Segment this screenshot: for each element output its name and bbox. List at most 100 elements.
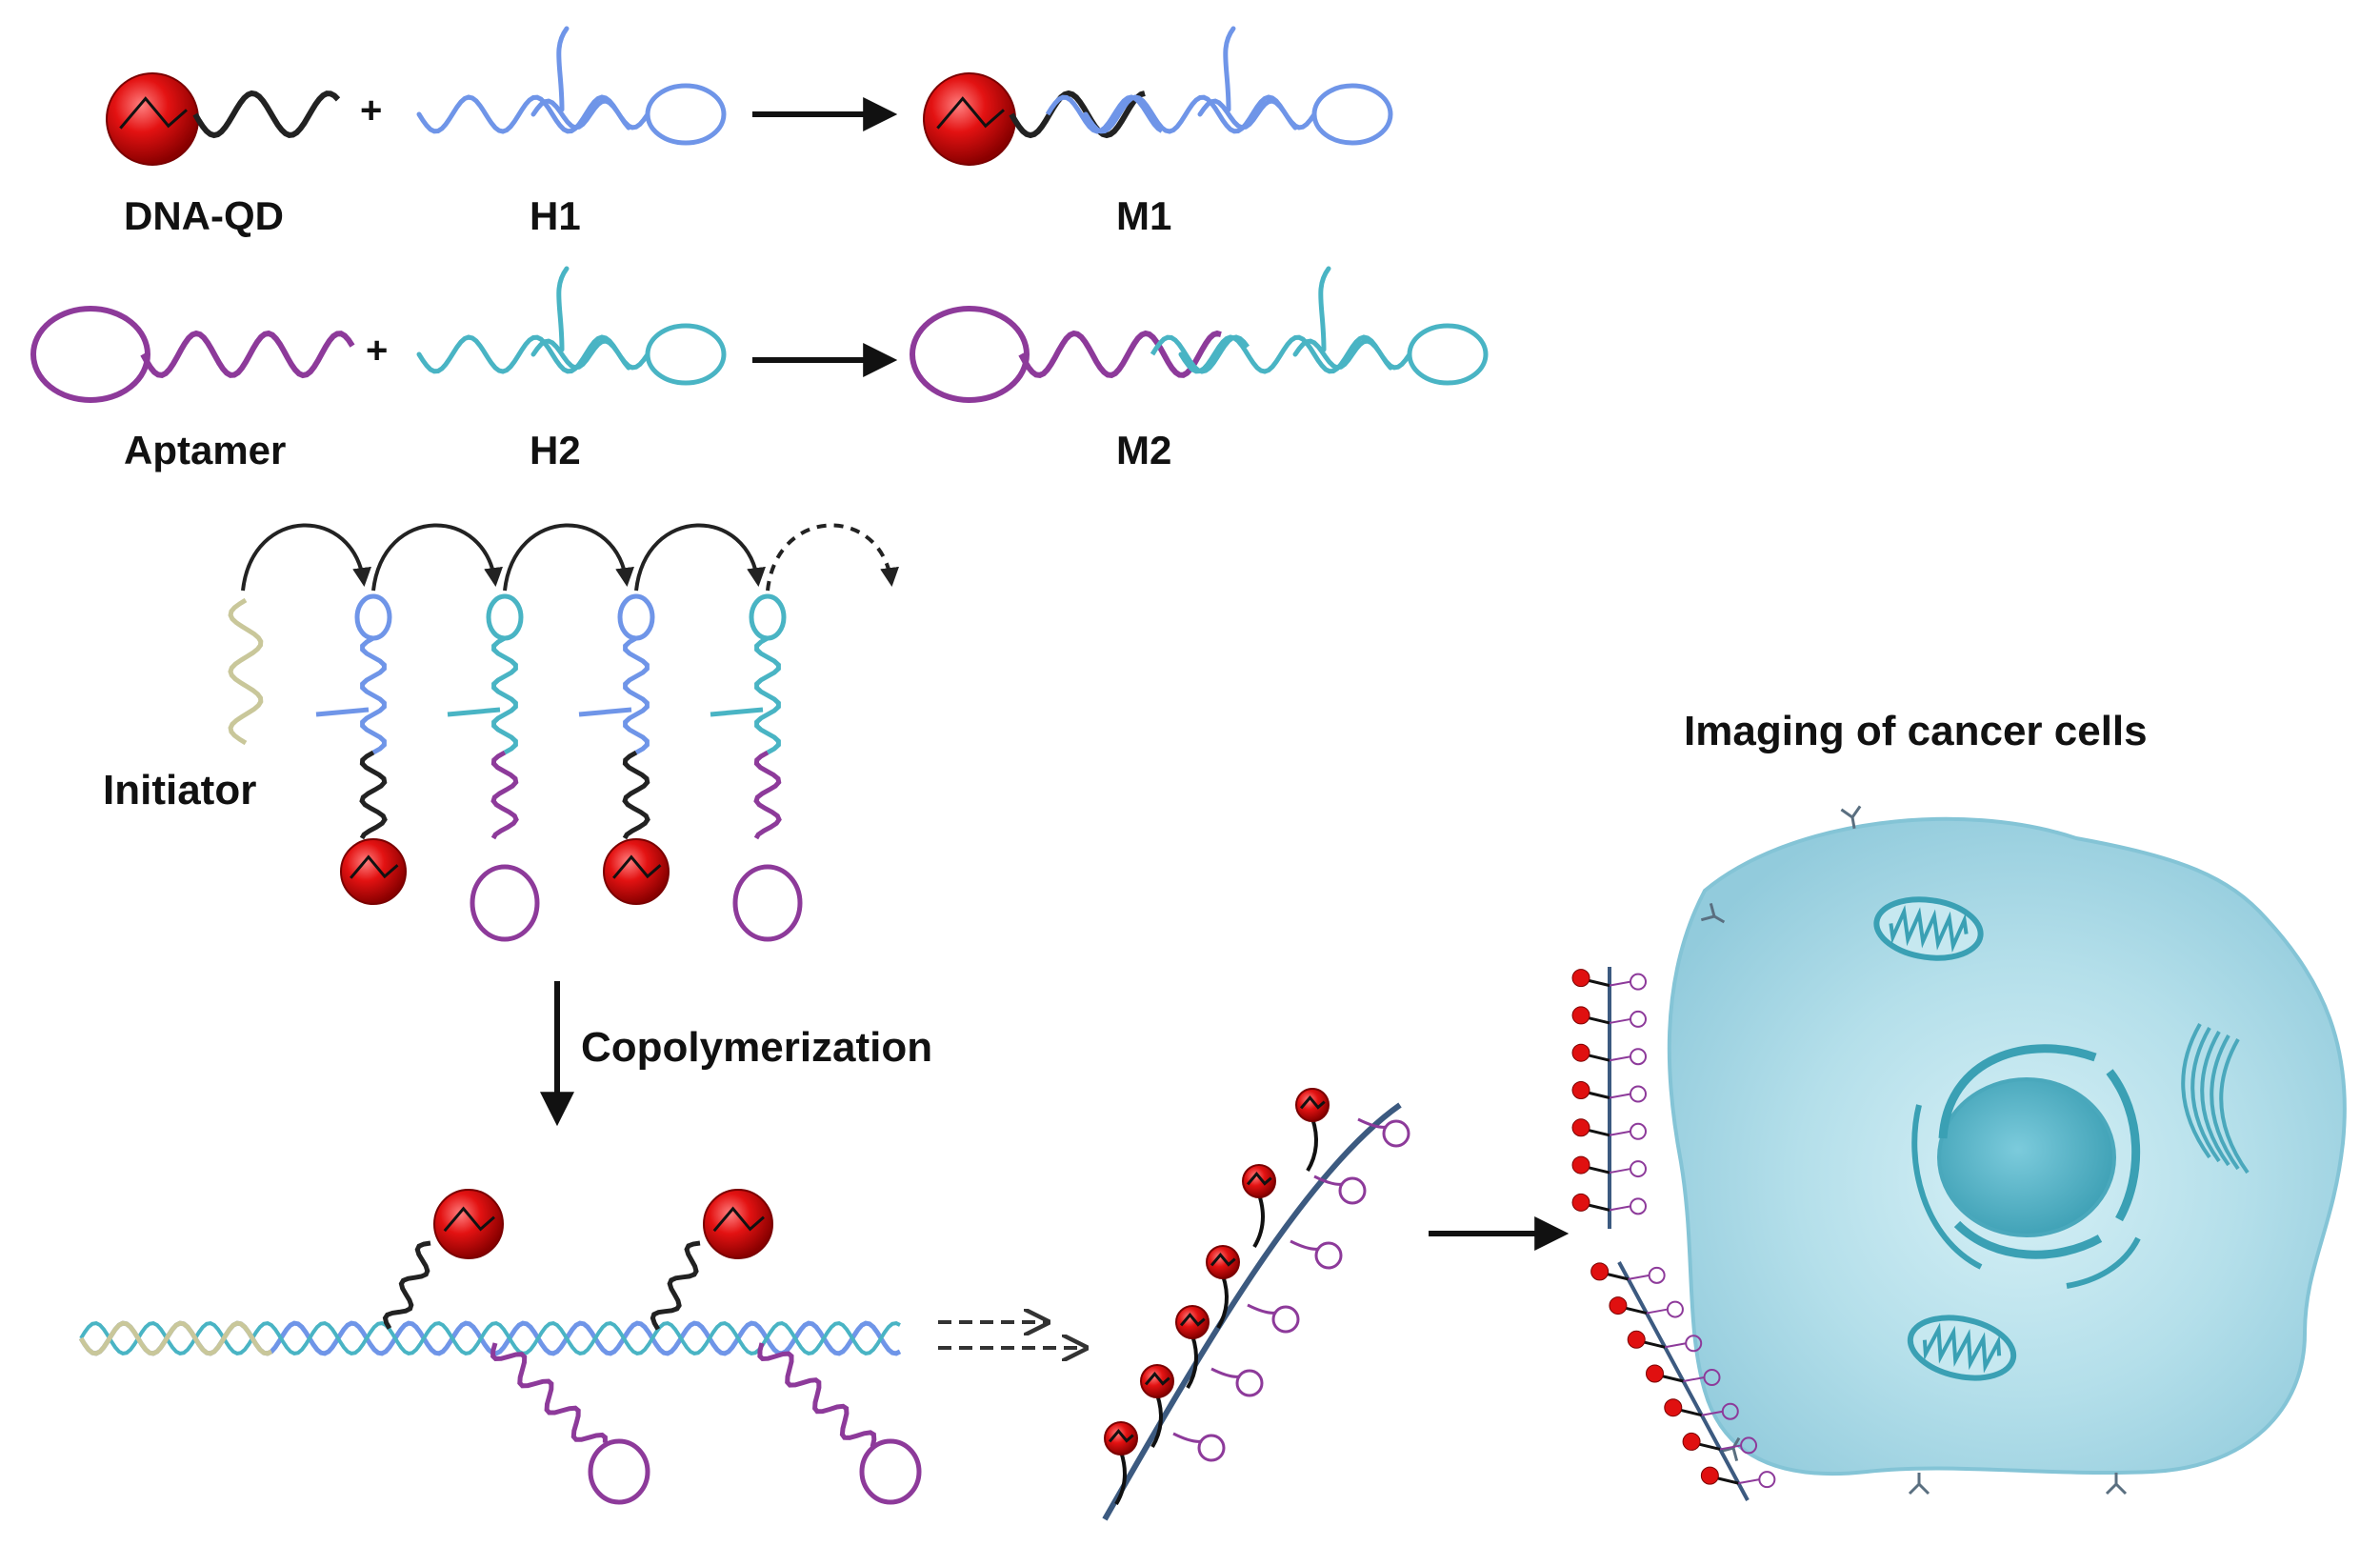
bound-chain-upper-qd-6 — [1571, 1155, 1590, 1175]
bound-chain-lower-aptamer-linker-3 — [1665, 1342, 1687, 1349]
bound-chain-upper-qd-4 — [1571, 1081, 1590, 1099]
copolymer-quantum-dot-2 — [703, 1189, 773, 1259]
hairpin-h1-loop — [645, 83, 727, 146]
bound-chain-upper-aptamer-linker-1 — [1609, 980, 1631, 987]
bound-chain-upper-aptamer-loop-5 — [1630, 1122, 1647, 1140]
chain-aptamer-stem-2 — [1210, 1367, 1241, 1378]
m2-hairpin-strand — [1178, 334, 1393, 374]
copolymer-aptamer-loop-2 — [859, 1438, 922, 1505]
plus-sign-1: + — [360, 90, 383, 131]
bound-chain-upper-qd-linker-6 — [1585, 1165, 1610, 1175]
chain-quantum-dot-1 — [1104, 1421, 1138, 1456]
quantum-dot-m1 — [923, 72, 1016, 166]
bound-chain-upper-aptamer-linker-3 — [1609, 1055, 1631, 1062]
hcr-arc-arrow-3 — [503, 523, 634, 592]
er-arc-2 — [2066, 1236, 2141, 1289]
bound-chain-lower-aptamer-linker-2 — [1646, 1308, 1669, 1315]
chain-aptamer-loop-4 — [1314, 1241, 1343, 1270]
bound-chain-upper-qd-1 — [1571, 969, 1590, 988]
bound-chain-lower-qd-linker-4 — [1659, 1374, 1684, 1383]
chain-qd-linker-2 — [1150, 1394, 1163, 1449]
m2-aptamer-loop — [910, 306, 1030, 403]
copolymer-quantum-dot-1-strand-mark — [443, 1206, 495, 1233]
bound-chain-upper-aptamer-linker-2 — [1609, 1017, 1631, 1024]
hairpin-h1-toehold — [556, 26, 570, 112]
bound-chain-lower-aptamer-loop-1 — [1648, 1266, 1666, 1284]
chain-quantum-dot-5-strand-mark — [1246, 1172, 1272, 1186]
hairpin-h2-toehold — [556, 266, 570, 352]
hcr-monomer-3-quantum-dot — [603, 838, 670, 905]
bound-chain-upper-qd-linker-7 — [1585, 1202, 1610, 1212]
label-aptamer: Aptamer — [124, 428, 287, 472]
bound-chain-lower-qd-5 — [1664, 1398, 1683, 1417]
hairpin-h2-stem — [530, 338, 650, 371]
hcr-monomer-2-toehold — [447, 707, 501, 717]
hcr-monomer-4-upper-stem — [754, 635, 781, 755]
copolymer-quantum-dot-2-strand-mark — [712, 1206, 765, 1233]
cell-receptor-3-shape — [2105, 1473, 2128, 1496]
chain-quantum-dot-2 — [1140, 1364, 1174, 1398]
chain-quantum-dot-3 — [1175, 1305, 1210, 1339]
bound-chain-upper-qd-7 — [1571, 1193, 1590, 1212]
golgi-stack-3 — [2200, 1031, 2230, 1167]
mitochondrion-upper-cristae — [1889, 905, 1969, 953]
bound-chain-upper-aptamer-loop-2 — [1630, 1010, 1647, 1028]
hcr-monomer-4-aptamer-loop — [732, 864, 803, 942]
hairpin-h2-loop — [645, 323, 727, 386]
hcr-arc-arrow-dashed — [766, 523, 899, 592]
mitochondrion-lower-cristae — [1922, 1322, 2002, 1374]
bound-chain-lower-qd-4 — [1646, 1364, 1664, 1383]
m2-teal-duplex — [1150, 334, 1250, 374]
bound-chain-lower-aptamer-loop-2 — [1666, 1300, 1684, 1318]
hcr-monomer-3-top-loop — [617, 593, 655, 641]
bound-chain-upper-aptamer-loop-1 — [1630, 973, 1647, 991]
hcr-arc-arrow-2 — [371, 523, 503, 592]
mitochondrion-lower — [1907, 1315, 2017, 1381]
bound-chain-upper-qd-linker-1 — [1585, 978, 1610, 988]
cell-receptor-4 — [1908, 1473, 1930, 1496]
bound-chain-upper-aptamer-linker-7 — [1609, 1205, 1631, 1212]
bound-chain-upper-aptamer-loop-4 — [1630, 1085, 1647, 1103]
copolymer-qd-linker-1 — [382, 1240, 431, 1330]
label-m1: M1 — [1116, 193, 1172, 238]
bound-chain-lower-qd-6 — [1682, 1432, 1701, 1451]
bound-chain-lower-aptamer-linker-7 — [1738, 1478, 1760, 1485]
hcr-arc-arrow-4 — [634, 523, 766, 592]
copolymer-product — [78, 981, 1086, 1505]
copolymer-aptamer-stem-1 — [490, 1342, 608, 1443]
bound-chain-lower-aptamer-linker-5 — [1701, 1410, 1723, 1416]
label-dna-qd: DNA-QD — [124, 193, 284, 238]
bound-chain-lower-qd-1 — [1590, 1262, 1610, 1281]
cell-receptor-2-shape — [1700, 902, 1726, 924]
bound-chain-lower-qd-linker-1 — [1604, 1272, 1629, 1281]
bound-chain-upper-qd-2 — [1571, 1006, 1590, 1025]
cell-receptor-1 — [1840, 805, 1862, 830]
copolymer-chain-tilted — [1102, 1088, 1570, 1521]
chain-backbone — [1102, 1102, 1402, 1521]
chain-qd-linker-4 — [1216, 1275, 1229, 1330]
row-dna-qd-h1-m1 — [106, 26, 1393, 166]
chain-qd-linker-6 — [1306, 1117, 1318, 1173]
hairpin-h2-strand — [416, 334, 631, 374]
hcr-monomer-1-top-loop — [354, 593, 392, 641]
m2-hairpin-loop — [1407, 323, 1489, 386]
chain-aptamer-loop-1 — [1197, 1434, 1226, 1462]
quantum-dot-m1-strand-mark — [936, 96, 1005, 130]
chain-quantum-dot-6-strand-mark — [1299, 1095, 1326, 1110]
bound-chain-lower-qd-linker-2 — [1622, 1306, 1648, 1315]
hcr-monomer-4-toehold — [710, 707, 764, 717]
hcr-arc-arrow-1 — [241, 523, 371, 592]
copolymer-duplex-teal — [79, 1321, 901, 1355]
chain-aptamer-stem-3 — [1247, 1303, 1277, 1315]
aptamer-loop — [30, 306, 150, 403]
cell-receptor-2 — [1700, 902, 1726, 924]
hairpin-h1-stem — [530, 98, 650, 131]
chain-quantum-dot-3-strand-mark — [1179, 1313, 1206, 1327]
bound-chain-lower-qd-linker-5 — [1677, 1408, 1703, 1417]
hcr-monomer-2-top-loop — [486, 593, 524, 641]
bound-chain-lower-aptamer-loop-7 — [1758, 1471, 1776, 1489]
nuclear-envelope-arc-2 — [2106, 1069, 2141, 1222]
copolymer-initiator-segment — [78, 1320, 273, 1356]
chain-aptamer-stem-1 — [1172, 1432, 1203, 1443]
